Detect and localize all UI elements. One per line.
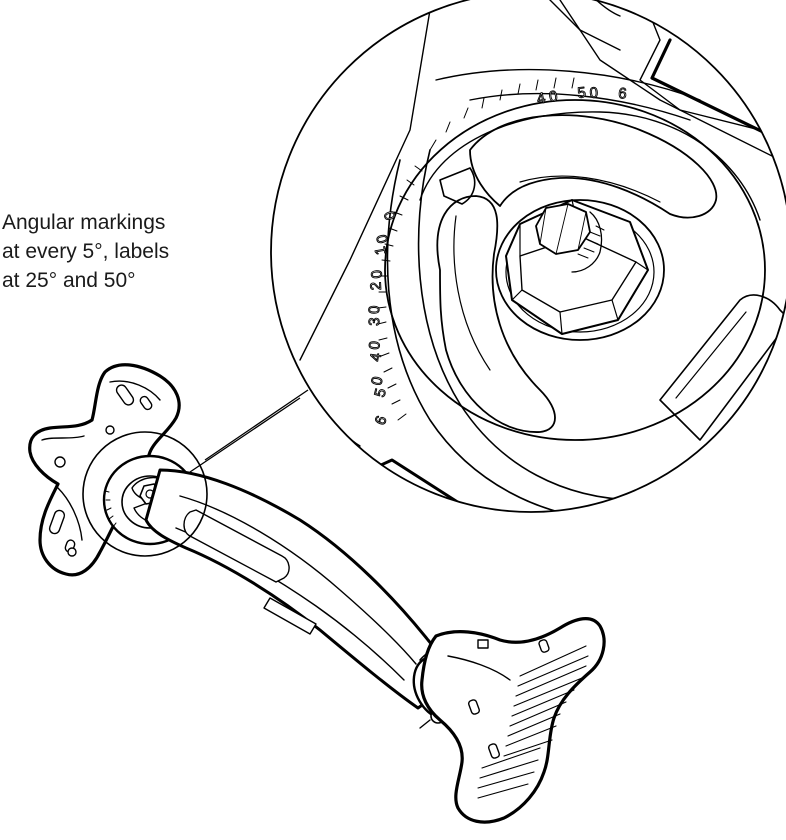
scale-label: 5	[577, 84, 587, 102]
scale-label: 1	[372, 245, 390, 256]
plate-outline-heavy	[650, 38, 786, 152]
scale-label: 0	[368, 375, 386, 387]
magnified-view: 6 5 0 4 0 3 0 2 0 1 0 0 4 0 5	[270, 0, 786, 513]
scale-label: 3	[366, 317, 383, 326]
callout-line: at every 5°, labels	[2, 240, 170, 263]
callout-line: at 25° and 50°	[2, 269, 136, 292]
callout-line: Angular markings	[2, 211, 166, 234]
wall-plate	[28, 363, 181, 577]
mount-arm	[28, 363, 606, 824]
scale-label: 6	[618, 85, 628, 103]
dial-disc	[384, 99, 766, 441]
magnifier-ring	[270, 0, 786, 513]
crescent-slot-lower	[436, 195, 556, 433]
scale-label: 0	[374, 233, 392, 245]
scale-ticks	[377, 77, 575, 421]
scale-label: 0	[368, 269, 386, 279]
device-bracket	[420, 617, 606, 824]
arm-body	[144, 468, 450, 710]
scale-label: 4	[367, 352, 385, 363]
scale-label: 2	[368, 281, 385, 290]
scale-numerals-upper: 4 0 5 0 6	[535, 84, 628, 109]
scale-label: 0	[366, 305, 383, 314]
bolt-threads	[571, 211, 605, 273]
scale-label: 4	[535, 90, 547, 108]
angular-markings-callout: Angular markings at every 5°, labels at …	[2, 208, 262, 295]
washer	[495, 199, 665, 341]
scale-label: 0	[589, 84, 599, 102]
scale-label: 0	[548, 88, 559, 106]
zoom-source-circle	[82, 431, 208, 557]
crescent-slot-upper	[469, 114, 718, 219]
zoom-leader-lines	[189, 389, 309, 473]
scale-label: 0	[366, 340, 384, 350]
